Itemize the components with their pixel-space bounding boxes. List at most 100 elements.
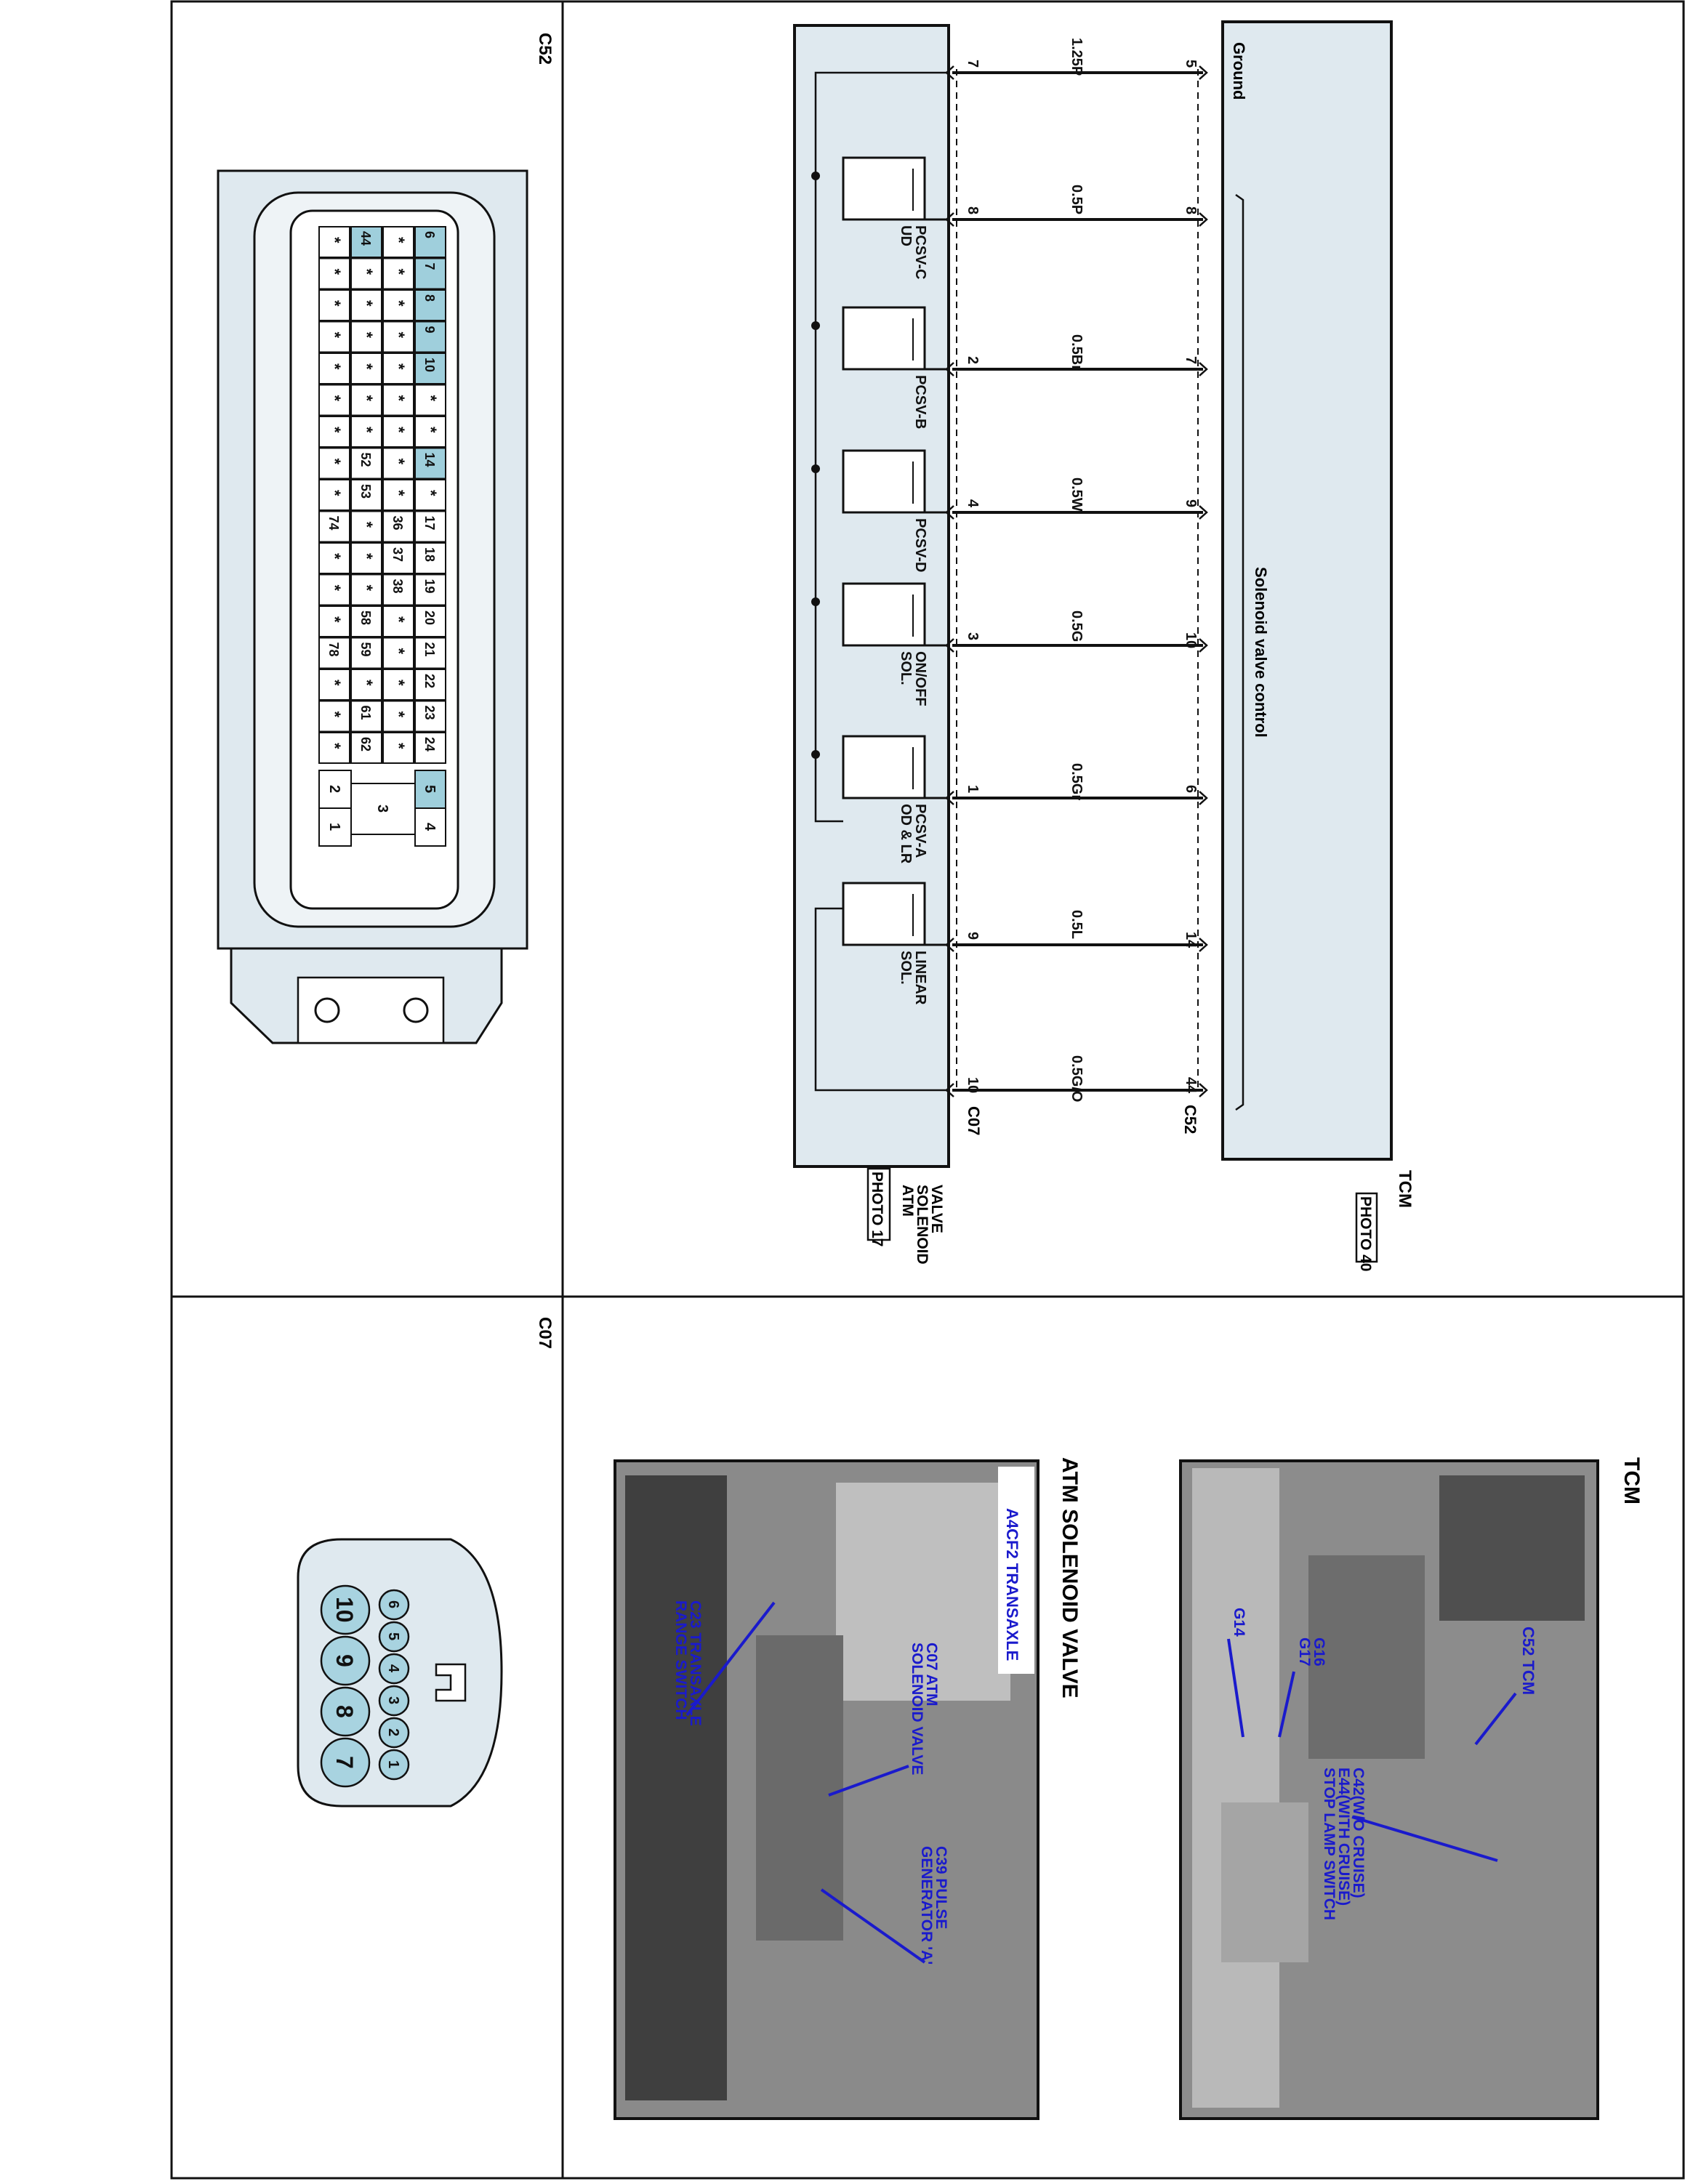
c52-pin-2-14: * bbox=[358, 680, 376, 686]
c52-pin-0-0: 6 bbox=[422, 231, 437, 238]
tcm-photo-heading: TCM bbox=[1620, 1457, 1644, 1504]
c52-pin-0-14: 22 bbox=[422, 674, 437, 688]
c52-pin-2-3: * bbox=[358, 332, 376, 339]
tcm-callout-stop-lamp-arrow bbox=[1351, 1816, 1498, 1862]
c52-cell-3-16 bbox=[318, 732, 350, 764]
c52-cell-3-3 bbox=[318, 321, 350, 353]
c07-label-top-2: 4 bbox=[385, 1664, 401, 1673]
wire-color-0: 1.25P bbox=[1069, 38, 1085, 76]
c52-cell-2-10 bbox=[350, 542, 382, 574]
tcm-photo-module bbox=[1308, 1555, 1425, 1759]
c52-cell-3-12 bbox=[318, 605, 350, 637]
wire-color-2: 0.5Br bbox=[1069, 334, 1085, 371]
c52-pin-3-8: * bbox=[326, 490, 344, 496]
c52-pin-3-10: * bbox=[326, 553, 344, 560]
solenoid-control-label: Solenoid valve control bbox=[1252, 567, 1270, 738]
c07-pin-bottom-3 bbox=[320, 1737, 371, 1788]
c52-pin-0-12: 20 bbox=[422, 611, 437, 625]
tcm-pin-3: 9 bbox=[1183, 499, 1199, 507]
valve-callout-c23: C23 TRANSAXLE bbox=[687, 1600, 704, 1726]
tcm-terminal-2 bbox=[1199, 362, 1208, 376]
c52-cell-0-11 bbox=[414, 573, 446, 606]
tcm-callout-e44: E44(WITH CRUISE) bbox=[1335, 1768, 1352, 1906]
load-label-3-0: PCSV-D bbox=[912, 518, 928, 572]
c52-pin-1-6: * bbox=[390, 427, 408, 433]
c52-pin-0-10: 18 bbox=[422, 547, 437, 562]
ground-label: Ground bbox=[1230, 42, 1248, 100]
valve-pin-2: 2 bbox=[965, 356, 981, 364]
c52-cell-2-1 bbox=[350, 257, 382, 290]
valve-pin-3: 4 bbox=[965, 499, 981, 508]
atm-name-line3: VALVE bbox=[928, 1185, 945, 1233]
load-label-5-0: PCSV-A bbox=[912, 804, 928, 858]
c07-label-top-3: 3 bbox=[385, 1696, 401, 1704]
c52-cell-2-5 bbox=[350, 384, 382, 416]
tcm-terminal-6 bbox=[1199, 938, 1208, 952]
c52-pin-1-13: * bbox=[390, 648, 408, 655]
tcm-photo-shadow bbox=[1439, 1475, 1585, 1621]
valve-callout-c07-arrow bbox=[828, 1765, 909, 1797]
c52-cell-1-8 bbox=[382, 479, 414, 511]
c07-label-bottom-0: 10 bbox=[331, 1597, 358, 1623]
c52-cell-3-5 bbox=[318, 384, 350, 416]
tcm-photo-bracket bbox=[1221, 1802, 1308, 1962]
c52-cell-0-13 bbox=[414, 637, 446, 669]
c52-pin-1-2: * bbox=[390, 300, 408, 307]
c52-pin-0-5: * bbox=[422, 395, 440, 402]
valve-callout-bg-transaxle bbox=[998, 1467, 1034, 1674]
c52-pin-0-11: 19 bbox=[422, 579, 437, 594]
c52-cell-0-15 bbox=[414, 700, 446, 733]
c52-pin-2-1: * bbox=[358, 269, 376, 275]
tcm-connector-label: C52 bbox=[1181, 1105, 1199, 1134]
valve-pin-1: 8 bbox=[965, 206, 981, 214]
tcm-terminal-3 bbox=[1199, 505, 1208, 520]
tcm-terminal-7 bbox=[1199, 1083, 1208, 1097]
c52-cell-3-7 bbox=[318, 447, 350, 480]
wire-color-7: 0.5G/O bbox=[1069, 1055, 1085, 1102]
c52-pin-0-13: 21 bbox=[422, 642, 437, 657]
tcm-pin-7: 44 bbox=[1183, 1077, 1199, 1094]
tcm-block: Ground Solenoid valve control C52 TCM PH… bbox=[1181, 20, 1415, 1271]
c07-lock-tab bbox=[435, 1663, 467, 1702]
valve-photo-panel: ATM SOLENOID VALVE A4CF2 TRANSAXLE C07 A… bbox=[614, 1457, 1082, 2120]
tcm-callout-c52: C52 TCM bbox=[1519, 1627, 1537, 1695]
tcm-callout-g16-arrow bbox=[1278, 1671, 1295, 1738]
c52-pin-2-0: 44 bbox=[358, 231, 373, 246]
load-label-1-0: PCSV-C bbox=[912, 225, 928, 279]
c07-label-top-5: 1 bbox=[385, 1760, 401, 1768]
c52-pin-3-4: * bbox=[326, 363, 344, 370]
c52-pin-3-12: * bbox=[326, 616, 344, 623]
c52-pin-0-2: 8 bbox=[422, 294, 437, 302]
c52-pin-1-5: * bbox=[390, 395, 408, 402]
c07-title: C07 bbox=[535, 1317, 555, 1349]
tcm-pin-1: 8 bbox=[1183, 206, 1199, 214]
c52-pin-0-3: 9 bbox=[422, 326, 437, 334]
atm-name-line2: SOLENOID bbox=[914, 1185, 930, 1265]
c52-power-pin-2: 3 bbox=[374, 805, 390, 813]
tcm-terminal-5 bbox=[1199, 791, 1208, 805]
tcm-callout-g14-arrow bbox=[1227, 1638, 1244, 1738]
c52-cell-2-3 bbox=[350, 321, 382, 353]
c52-pin-1-10: 37 bbox=[390, 547, 405, 562]
c52-cell-2-4 bbox=[350, 352, 382, 384]
tcm-box bbox=[1221, 20, 1393, 1161]
c52-pin-0-8: * bbox=[422, 490, 440, 496]
c52-pin-3-14: * bbox=[326, 680, 344, 686]
c52-pin-0-15: 23 bbox=[422, 706, 437, 720]
c52-cell-0-14 bbox=[414, 669, 446, 701]
c52-cell-3-2 bbox=[318, 289, 350, 321]
tcm-pin-2: 7 bbox=[1183, 356, 1199, 364]
tcm-internal-bracket bbox=[1235, 193, 1244, 1111]
c52-pin-3-13: 78 bbox=[326, 642, 341, 657]
wire-color-5: 0.5Gr bbox=[1069, 763, 1085, 800]
tcm-callout-c52-arrow bbox=[1474, 1692, 1517, 1746]
c07-pin-bottom-0 bbox=[320, 1584, 371, 1635]
c07-pin-top-3 bbox=[378, 1685, 410, 1717]
c52-pin-grid: 678910**14*1718192021222324*********3637… bbox=[318, 226, 446, 847]
tcm-callout-c42: C42(W/O CRUISE) bbox=[1350, 1768, 1367, 1898]
atm-name-line1: ATM bbox=[899, 1185, 916, 1217]
c52-pin-1-7: * bbox=[390, 459, 408, 465]
c07-pin-bottom-1 bbox=[320, 1635, 371, 1686]
